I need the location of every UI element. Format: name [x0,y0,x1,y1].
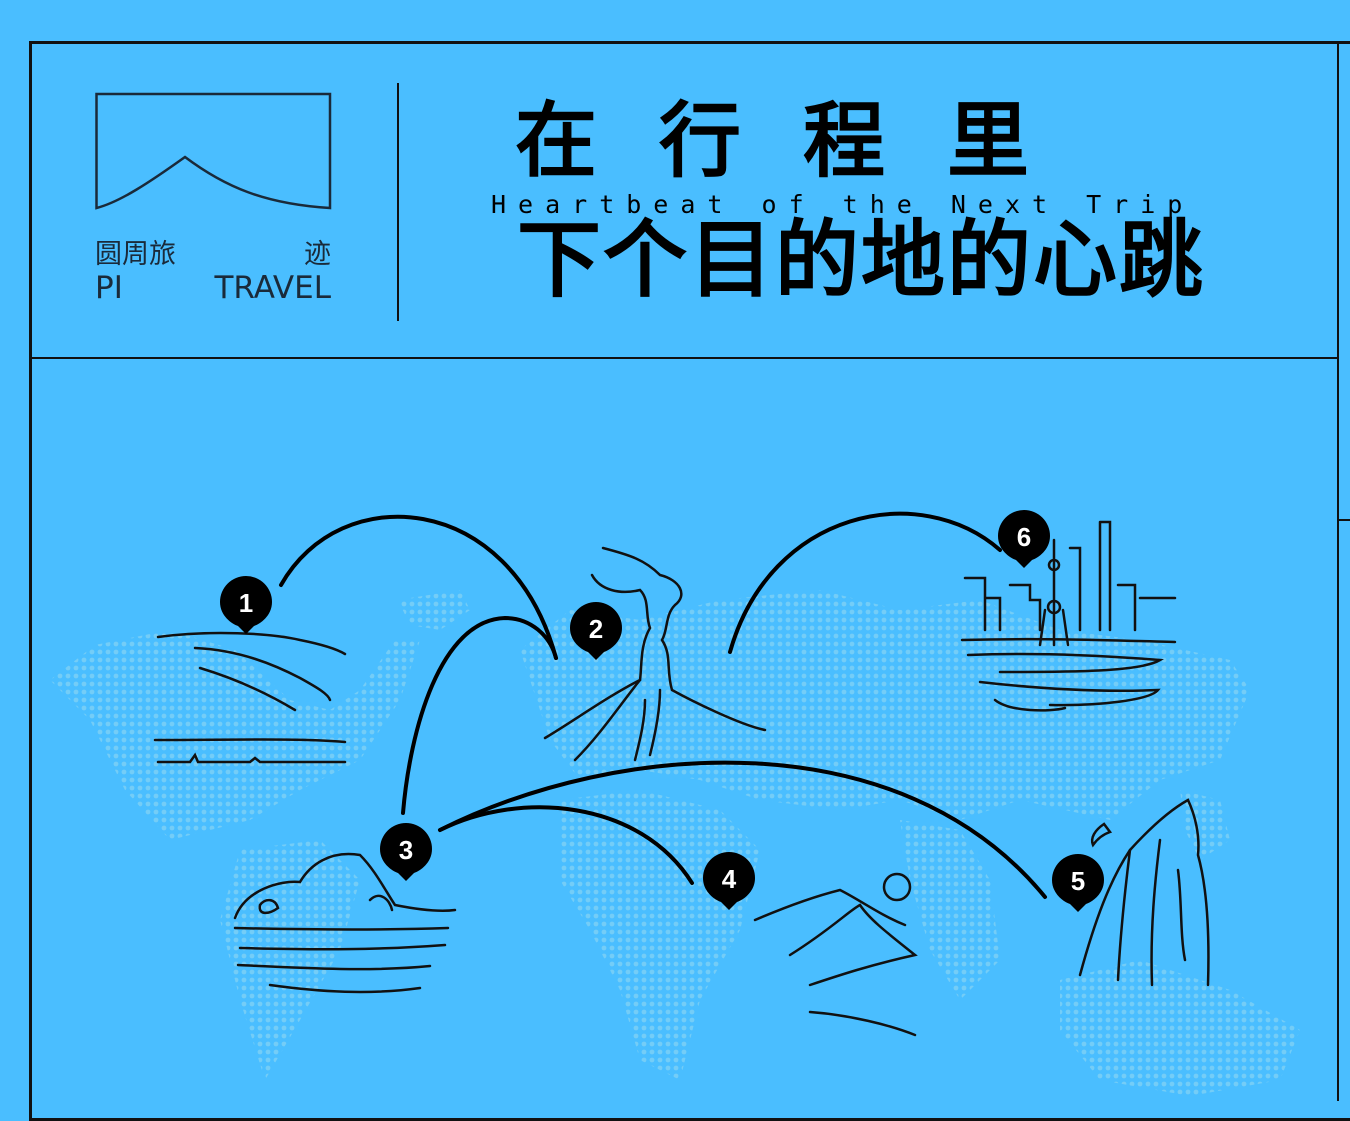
pin-4-label: 4 [722,864,737,894]
pin-2: 2 [570,602,622,660]
headline-top: 在行程里 [515,93,1092,189]
headline-bottom: 下个目的地的心跳 [517,210,1206,309]
pin-1-label: 1 [239,588,253,618]
headline-english: Heartbeat of the Next Trip [491,190,1195,219]
city-skyline-river-icon [960,520,1177,712]
vertical-frame-rule [1337,41,1339,1101]
brand-name-en: PI TRAVEL [95,271,331,305]
brand-name-cn-part1: 圆周旅 [95,239,176,270]
mountain-logo-icon [95,92,332,210]
logo-title-separator [397,83,399,321]
route-3-4 [438,805,694,885]
iceberg-icon [233,852,457,994]
pin-5-label: 5 [1071,866,1085,896]
brand-name-en-part1: PI [95,270,123,306]
rock-cliff-moon-icon [1078,798,1210,987]
destination-pins: 1 2 3 4 5 6 [220,510,1104,912]
pin-1: 1 [220,576,272,634]
header-divider [29,357,1339,359]
pin-2-label: 2 [589,614,603,644]
pin-3: 3 [380,823,432,881]
brand-name-cn: 圆周旅 迹 [95,240,331,270]
pin-5: 5 [1052,854,1104,912]
route-1-2 [279,514,558,660]
grassland-landscape-icon [153,631,347,764]
route-map-scene: 1 2 3 4 5 6 [50,510,1300,1096]
pin-4: 4 [703,852,755,910]
brand-name-cn-part2: 迹 [304,239,331,270]
volcano-icon [543,546,767,762]
brand-name-en-part2: TRAVEL [214,270,331,306]
route-2-6 [728,511,1002,654]
dotted-world-map [50,590,1300,1096]
route-3-5 [438,760,1047,899]
pin-6: 6 [998,510,1050,568]
desert-dunes-icon [753,872,918,1037]
route-arcs [279,511,1047,899]
side-tick-rule [1337,519,1350,521]
route-3-2 [401,615,558,815]
pin-6-label: 6 [1017,522,1031,552]
pin-3-label: 3 [399,835,413,865]
